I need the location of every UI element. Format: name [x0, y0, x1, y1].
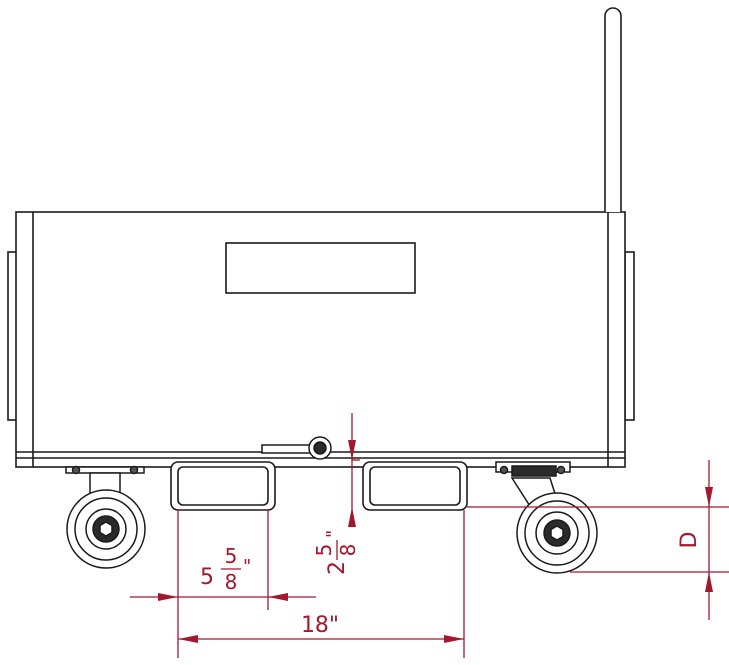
pocket-width-denominator: 8 — [225, 570, 238, 594]
cart-body — [7, 211, 635, 468]
fork-pocket-right-inner — [369, 466, 461, 506]
latch-icon — [261, 436, 332, 460]
caster-left — [65, 465, 146, 569]
dim-pocket-span — [178, 635, 464, 643]
pocket-height-denominator: 8 — [336, 544, 360, 557]
pocket-width-unit: " — [243, 556, 251, 577]
push-handle — [604, 7, 622, 212]
dim-ground-clearance — [705, 460, 713, 620]
dim-label-pocket-width: 5 5 8 " — [200, 544, 251, 594]
pocket-height-whole: 2 — [325, 561, 350, 575]
pocket-height-unit: " — [323, 530, 344, 538]
dim-pocket-width — [130, 593, 316, 601]
dimension-lines — [130, 413, 729, 658]
fork-pockets — [170, 461, 468, 511]
dim-label-pocket-span: 18" — [301, 613, 339, 638]
pocket-height-numerator: 5 — [312, 544, 336, 557]
cart-box — [15, 211, 626, 468]
pocket-width-whole: 5 — [200, 565, 214, 590]
dim-pocket-height — [348, 413, 356, 527]
right-end-bracket — [624, 251, 635, 421]
label-plate — [225, 242, 416, 294]
fork-pocket-left-inner — [177, 466, 269, 506]
caster-right — [495, 461, 598, 574]
dim-label-ground-clearance: D — [677, 532, 702, 549]
dim-label-pocket-height: 2 5 8 " — [312, 530, 360, 575]
pocket-width-numerator: 5 — [225, 544, 238, 568]
